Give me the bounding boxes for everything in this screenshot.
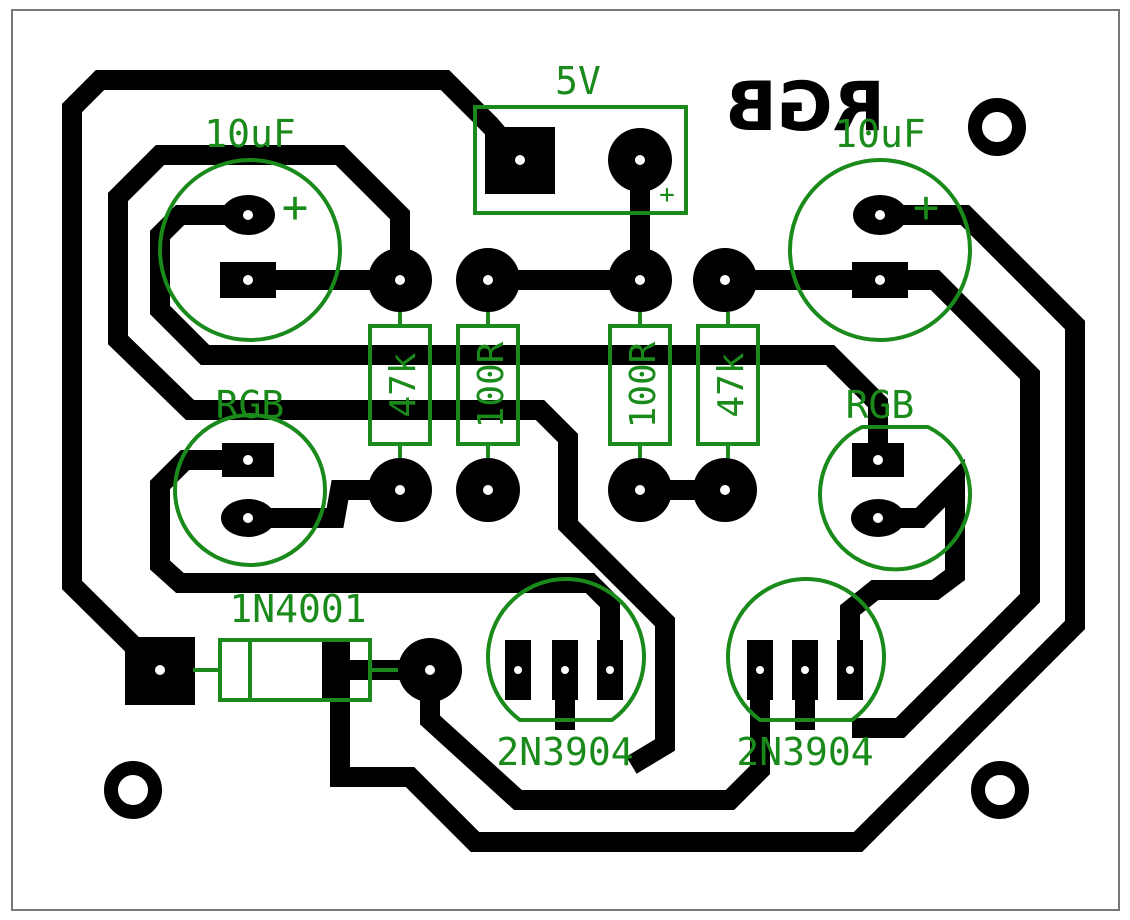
trace-outer-loop bbox=[62, 70, 535, 687]
cap-left-label: 10uF bbox=[204, 112, 296, 156]
mounting-hole-icon bbox=[104, 761, 162, 819]
led-left-outline bbox=[173, 413, 327, 567]
mounting-hole-icon bbox=[968, 98, 1026, 156]
header-plus: + bbox=[659, 180, 675, 210]
led-right-label: RGB bbox=[846, 383, 915, 427]
trace-led-right bbox=[840, 458, 965, 680]
cap-right-outline bbox=[788, 158, 972, 342]
mounting-hole-icon bbox=[971, 761, 1029, 819]
trace-cap-right-plus bbox=[330, 205, 1085, 852]
cap-left-plus: + bbox=[282, 182, 309, 233]
led-right-outline bbox=[818, 425, 972, 572]
transistor-left-label: 2N3904 bbox=[496, 730, 633, 774]
res-4-label: 47k bbox=[711, 352, 752, 417]
res-2-label: 100R bbox=[471, 341, 512, 428]
header-outline bbox=[473, 105, 688, 215]
transistor-right-outline bbox=[726, 577, 886, 722]
power-label: 5V bbox=[555, 59, 601, 103]
drill-holes bbox=[155, 155, 885, 675]
transistor-right-label: 2N3904 bbox=[736, 730, 873, 774]
copper-rgb-text: RGB bbox=[725, 68, 885, 147]
cap-right-label: 10uF bbox=[834, 112, 926, 156]
mounting-holes bbox=[104, 98, 1029, 819]
diode-cathode-band bbox=[322, 640, 350, 700]
trace-cap-left-plus bbox=[150, 205, 888, 470]
res-1-label: 47k bbox=[383, 352, 424, 417]
trace-cap-left-loop bbox=[108, 145, 675, 774]
transistor-left-outline bbox=[486, 577, 646, 722]
cap-left-outline bbox=[158, 158, 342, 342]
diode-label: 1N4001 bbox=[229, 587, 366, 631]
res-3-label: 100R bbox=[623, 341, 664, 428]
led-left-label: RGB bbox=[216, 383, 285, 427]
cap-right-plus: + bbox=[913, 182, 940, 233]
trace-emitters bbox=[420, 660, 770, 810]
